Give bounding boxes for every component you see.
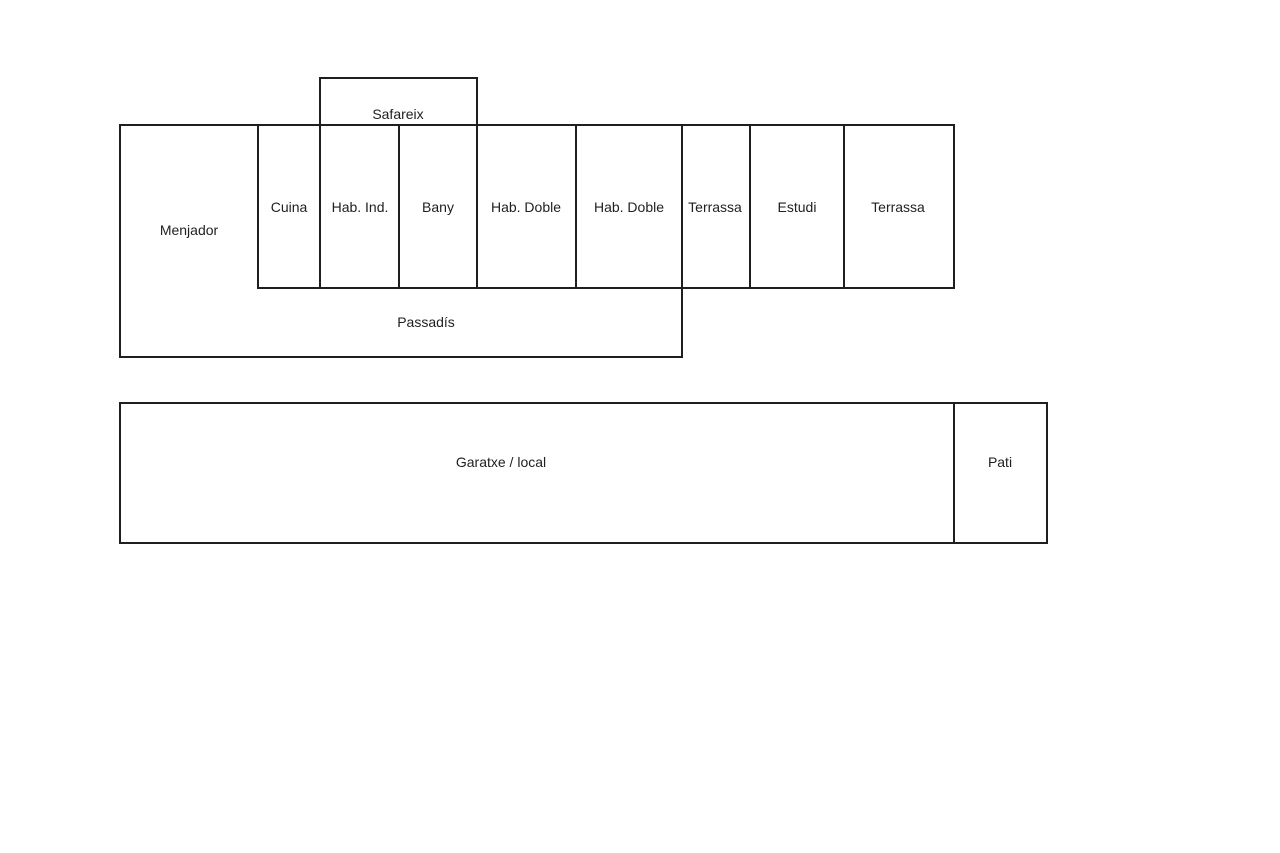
label-terrassa-1: Terrassa — [688, 199, 742, 215]
room-terrassa-2 — [843, 124, 955, 289]
label-safareix: Safareix — [372, 106, 423, 122]
label-passadis: Passadís — [397, 314, 455, 330]
label-estudi: Estudi — [778, 199, 817, 215]
label-garatge: Garatxe / local — [456, 454, 546, 470]
label-menjador: Menjador — [160, 222, 219, 238]
room-garatge — [119, 402, 955, 544]
label-hab-doble-1: Hab. Doble — [491, 199, 561, 215]
room-safareix — [319, 77, 478, 126]
label-pati: Pati — [988, 454, 1012, 470]
room-hab-doble-1 — [476, 124, 577, 289]
room-pati — [953, 402, 1048, 544]
label-bany: Bany — [422, 199, 454, 215]
label-terrassa-2: Terrassa — [871, 199, 925, 215]
room-terrassa-1 — [681, 124, 751, 289]
room-cuina — [257, 124, 321, 289]
label-hab-ind: Hab. Ind. — [332, 199, 389, 215]
label-cuina: Cuina — [271, 199, 308, 215]
room-estudi — [749, 124, 845, 289]
room-hab-doble-2 — [575, 124, 683, 289]
label-hab-doble-2: Hab. Doble — [594, 199, 664, 215]
